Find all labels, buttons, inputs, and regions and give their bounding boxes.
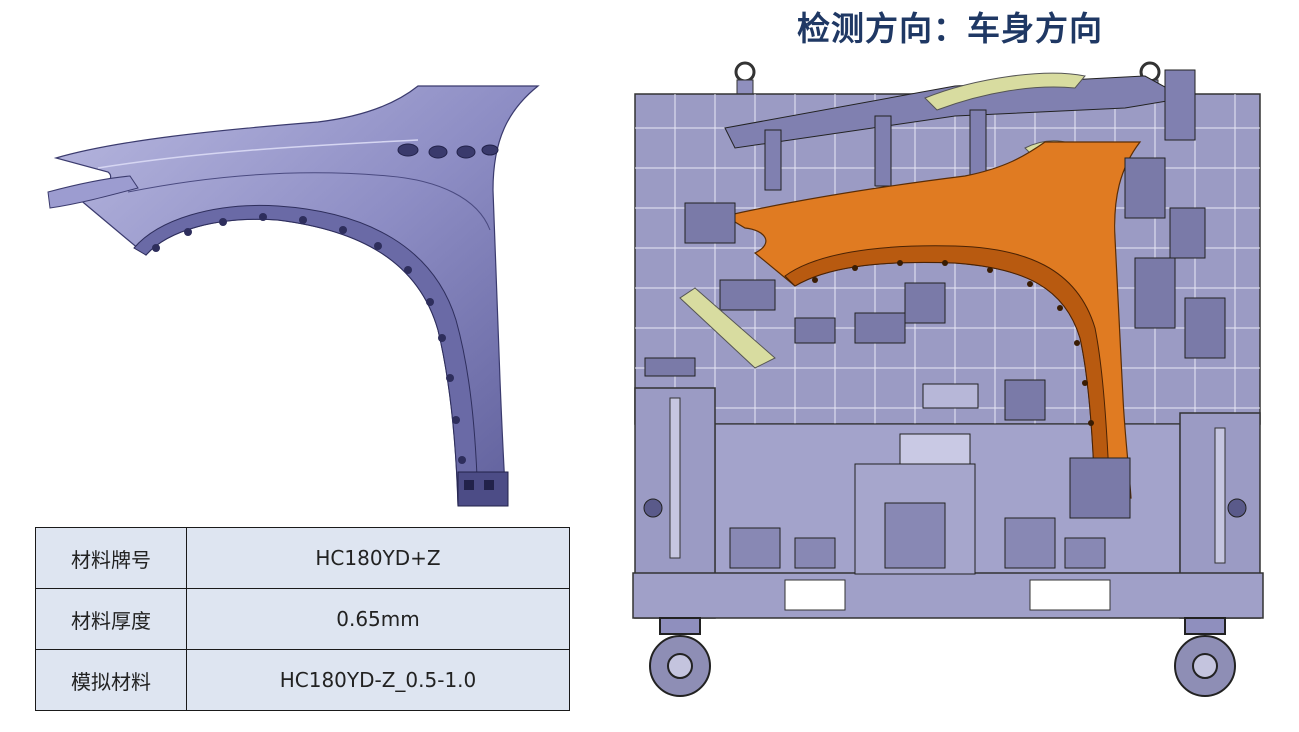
spec-label: 材料牌号 (35, 527, 187, 589)
spec-value: 0.65mm (186, 588, 570, 650)
table-row: 材料牌号 HC180YD+Z (35, 527, 570, 589)
table-row: 材料厚度 0.65mm (35, 588, 570, 650)
fender-part-render (47, 85, 540, 507)
table-row: 模拟材料 HC180YD-Z_0.5-1.0 (35, 649, 570, 711)
page-title: 检测方向：车身方向 (797, 9, 1103, 48)
spec-value: HC180YD-Z_0.5-1.0 (186, 649, 570, 711)
spec-label: 材料厚度 (35, 588, 187, 650)
material-spec-table: 材料牌号 HC180YD+Z 材料厚度 0.65mm 模拟材料 HC180YD-… (35, 527, 570, 711)
spec-value: HC180YD+Z (186, 527, 570, 589)
spec-label: 模拟材料 (35, 649, 187, 711)
checking-fixture-render (632, 61, 1264, 697)
